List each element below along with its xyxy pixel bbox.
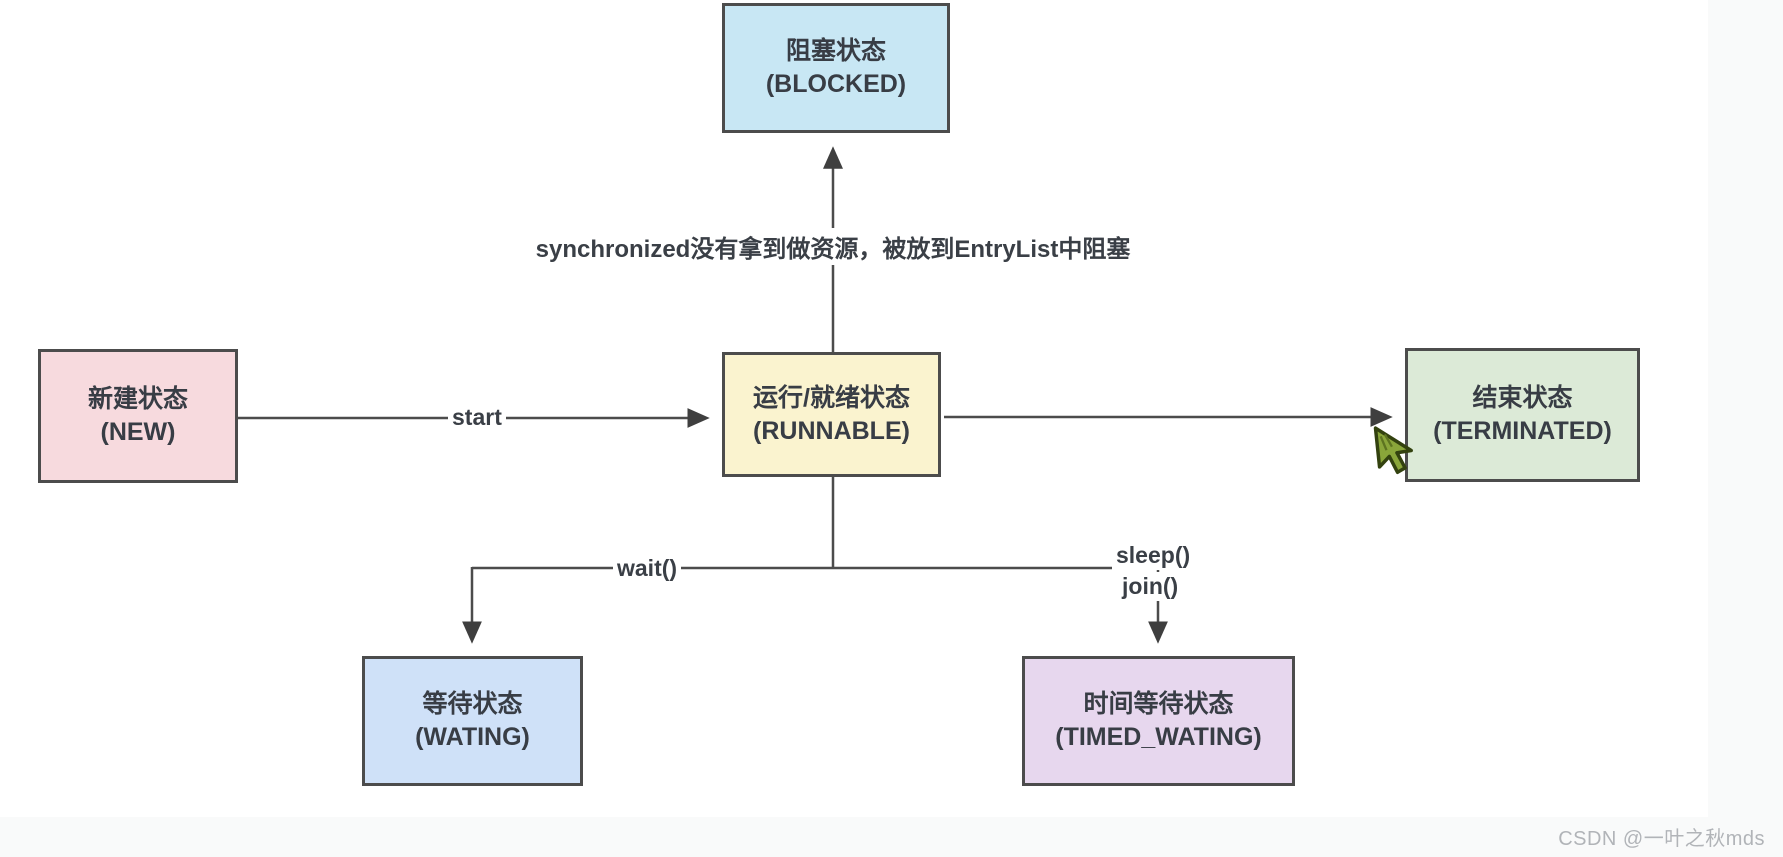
edge-label-start: start	[448, 403, 506, 432]
state-label-en: (TIMED_WATING)	[1055, 723, 1262, 751]
edge-label-join: join()	[1118, 572, 1183, 601]
state-node-new: 新建状态 (NEW)	[38, 349, 238, 483]
state-label-zh: 等待状态	[422, 690, 523, 718]
state-label-zh: 结束状态	[1472, 384, 1573, 412]
mouse-cursor-icon	[1373, 426, 1413, 475]
state-label-en: (TERMINATED)	[1433, 417, 1612, 445]
state-label-en: (NEW)	[100, 418, 176, 446]
state-label-zh: 时间等待状态	[1083, 690, 1234, 718]
state-label-zh: 新建状态	[87, 385, 188, 413]
state-node-runnable: 运行/就绪状态 (RUNNABLE)	[722, 352, 941, 477]
csdn-watermark: CSDN @一叶之秋mds	[1558, 828, 1765, 850]
edge-label-blocked-reason: synchronized没有拿到做资源，被放到EntryList中阻塞	[520, 228, 1146, 265]
state-node-blocked: 阻塞状态 (BLOCKED)	[722, 3, 950, 133]
state-node-waiting: 等待状态 (WATING)	[362, 656, 583, 786]
page-background-bottom	[0, 817, 1783, 857]
state-label-en: (RUNNABLE)	[753, 416, 910, 445]
edge-label-sleep: sleep()	[1112, 541, 1195, 570]
state-node-terminated: 结束状态 (TERMINATED)	[1405, 348, 1640, 482]
state-label-en: (WATING)	[415, 723, 530, 751]
state-label-zh: 阻塞状态	[785, 37, 886, 65]
state-label-en: (BLOCKED)	[765, 70, 907, 98]
state-label-zh: 运行/就绪状态	[753, 383, 910, 412]
page-background-right	[1708, 0, 1783, 857]
edge-label-wait: wait()	[613, 554, 682, 583]
state-node-timed-waiting: 时间等待状态 (TIMED_WATING)	[1022, 656, 1295, 786]
